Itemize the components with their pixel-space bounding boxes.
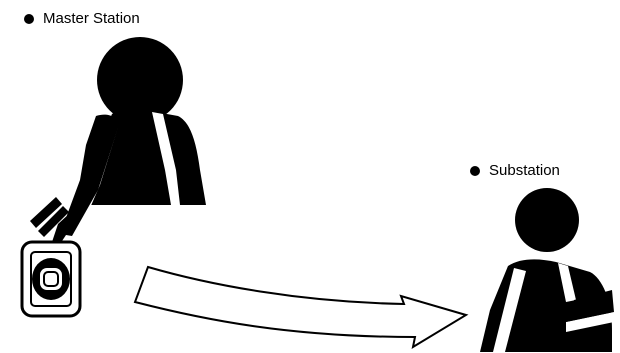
substation-person-icon bbox=[480, 188, 614, 352]
curved-arrow-icon bbox=[135, 267, 466, 347]
master-person-icon bbox=[30, 37, 206, 244]
intercom-button-icon bbox=[22, 242, 80, 316]
